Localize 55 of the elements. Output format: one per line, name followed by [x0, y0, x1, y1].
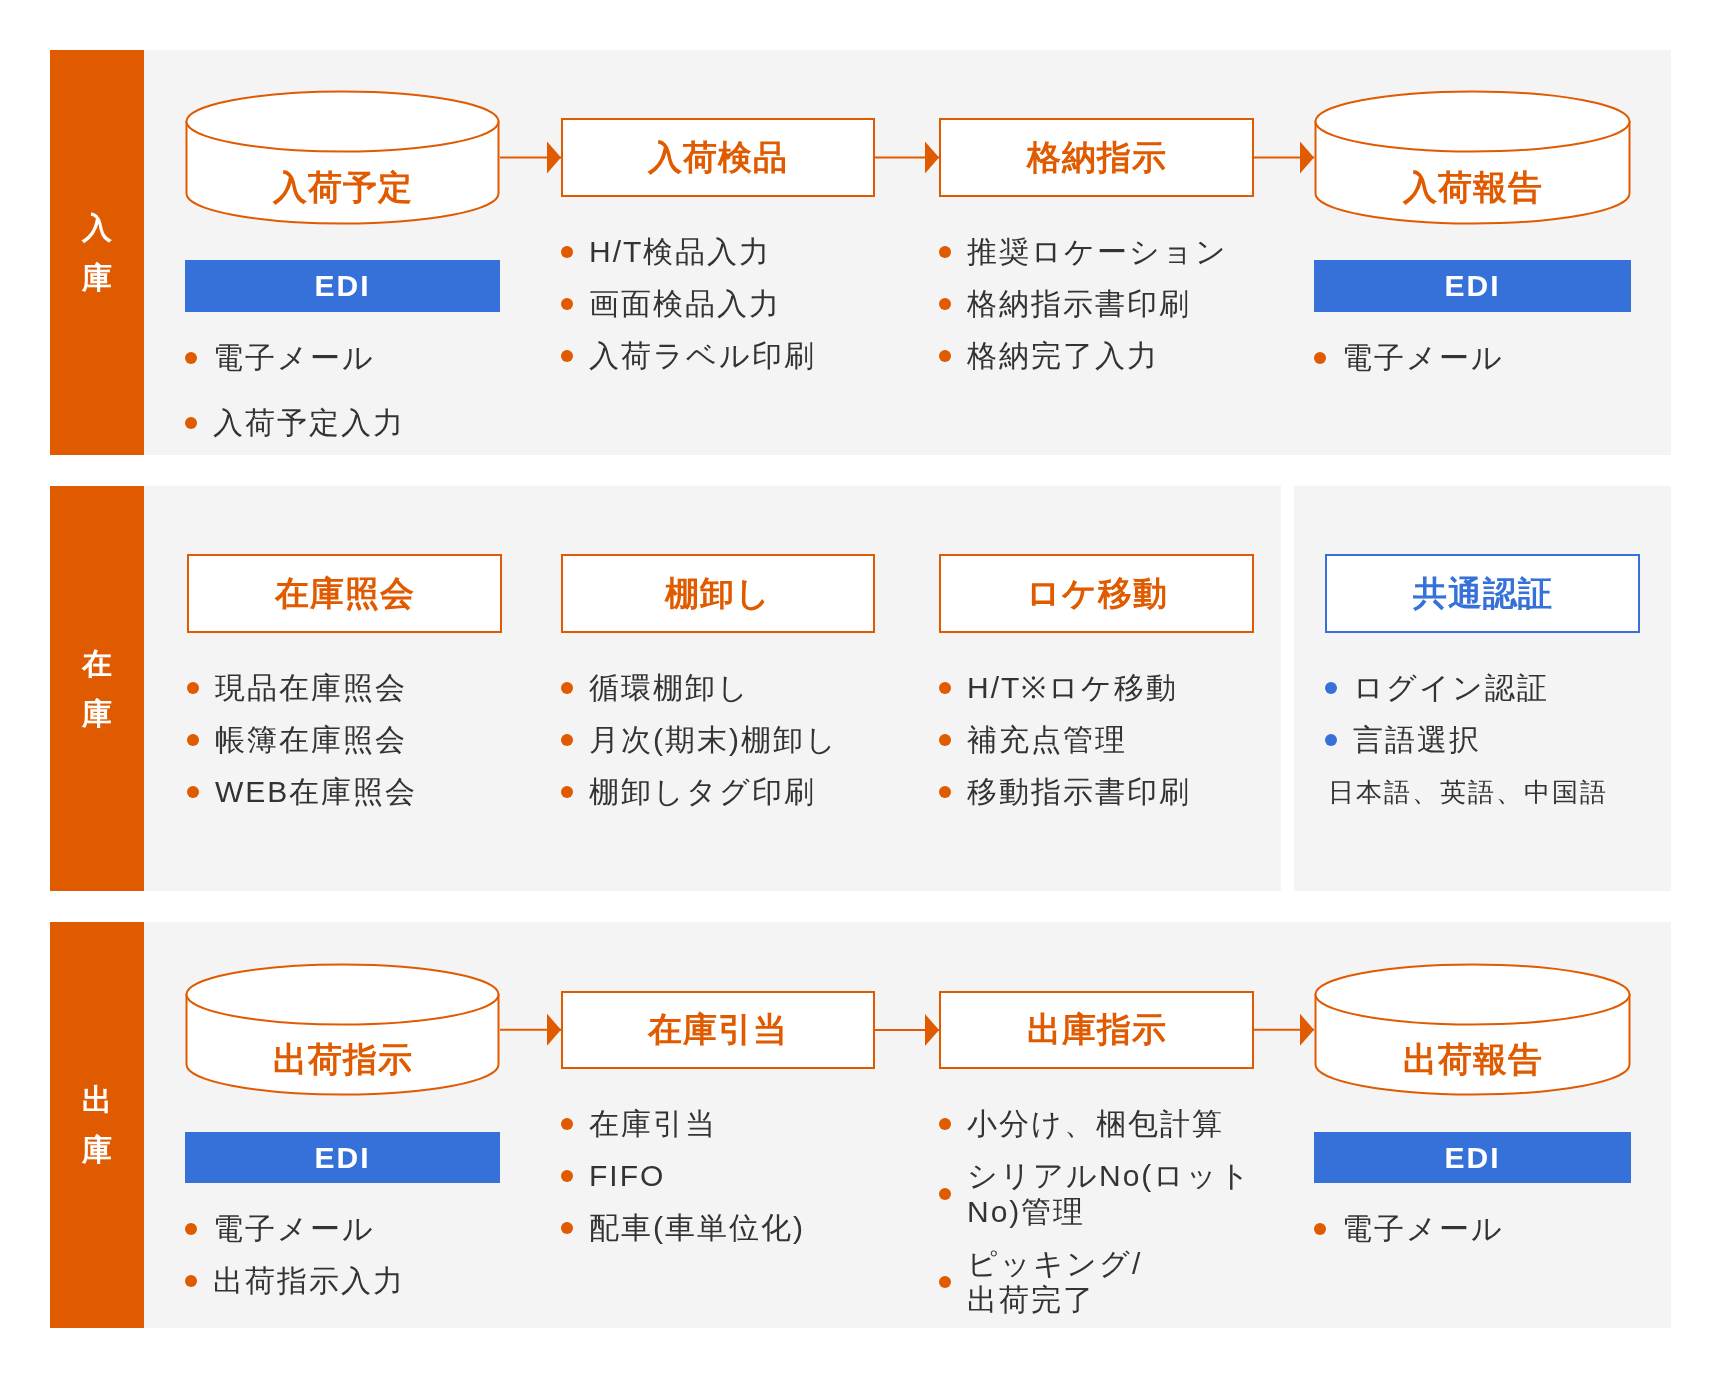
list-item: 在庫引当: [589, 1106, 717, 1142]
list-item: H/T※ロケ移動: [967, 670, 1179, 706]
list-item: 帳簿在庫照会: [215, 722, 407, 758]
lane-header: 在庫: [50, 486, 144, 891]
lane-header: 入庫: [50, 50, 144, 455]
list-item: 循環棚卸し: [589, 670, 750, 706]
list-item: 配車(車単位化): [589, 1210, 805, 1246]
lane-header: 出庫: [50, 922, 144, 1328]
list-item: 格納指示書印刷: [967, 286, 1191, 322]
arrow: [874, 141, 940, 174]
list-item: 出荷指示入力: [213, 1263, 405, 1299]
list-item: 移動指示書印刷: [967, 774, 1191, 810]
list-item: WEB在庫照会: [215, 774, 418, 810]
list-item: 小分け、梱包計算: [967, 1106, 1224, 1142]
list-item: 補充点管理: [967, 722, 1127, 758]
panel: [1294, 486, 1671, 891]
list-item: 推奨ロケーション: [967, 234, 1228, 270]
process-box: 共通認証: [1325, 554, 1640, 633]
process-box: 入荷検品: [561, 118, 875, 197]
note-text: 日本語、英語、中国語: [1327, 776, 1608, 809]
process-box: 出庫指示: [939, 991, 1254, 1069]
lane-panel: [50, 922, 1671, 1328]
lane-panel: [50, 50, 1671, 455]
list-item: 電子メール: [213, 340, 375, 376]
arrow: [1253, 1013, 1315, 1046]
arrow: [1253, 141, 1315, 174]
list-item: 現品在庫照会: [215, 670, 407, 706]
label-bar: EDI: [185, 260, 500, 312]
list-item: 画面検品入力: [589, 286, 781, 322]
list-item: 棚卸しタグ印刷: [589, 774, 816, 810]
process-box: ロケ移動: [939, 554, 1254, 633]
list-item: 入荷ラベル印刷: [589, 338, 816, 374]
list-item: 格納完了入力: [967, 338, 1159, 374]
list-item: 電子メール: [213, 1211, 375, 1247]
process-box: 格納指示: [939, 118, 1254, 197]
list-item: 入荷予定入力: [213, 405, 405, 441]
list-item: 言語選択: [1353, 722, 1481, 758]
list-item: 電子メール: [1342, 1211, 1504, 1247]
list-item: ピッキング/出荷完了: [967, 1246, 1144, 1318]
process-box: 在庫照会: [187, 554, 502, 633]
list-item: FIFO: [589, 1158, 666, 1194]
list-item: シリアルNo(ロットNo)管理: [967, 1158, 1254, 1230]
arrow: [874, 1014, 940, 1046]
list-item: ログイン認証: [1353, 670, 1549, 706]
label-bar: EDI: [185, 1132, 500, 1183]
arrow: [499, 141, 562, 174]
list-item: 月次(期末)棚卸し: [589, 722, 838, 758]
label-bar: EDI: [1314, 260, 1631, 312]
process-box: 在庫引当: [561, 991, 875, 1069]
process-box: 棚卸し: [561, 554, 875, 633]
list-item: 電子メール: [1342, 340, 1504, 376]
list-item: H/T検品入力: [589, 234, 772, 270]
arrow: [499, 1013, 562, 1046]
lane-panel: [50, 486, 1281, 891]
label-bar: EDI: [1314, 1132, 1631, 1183]
